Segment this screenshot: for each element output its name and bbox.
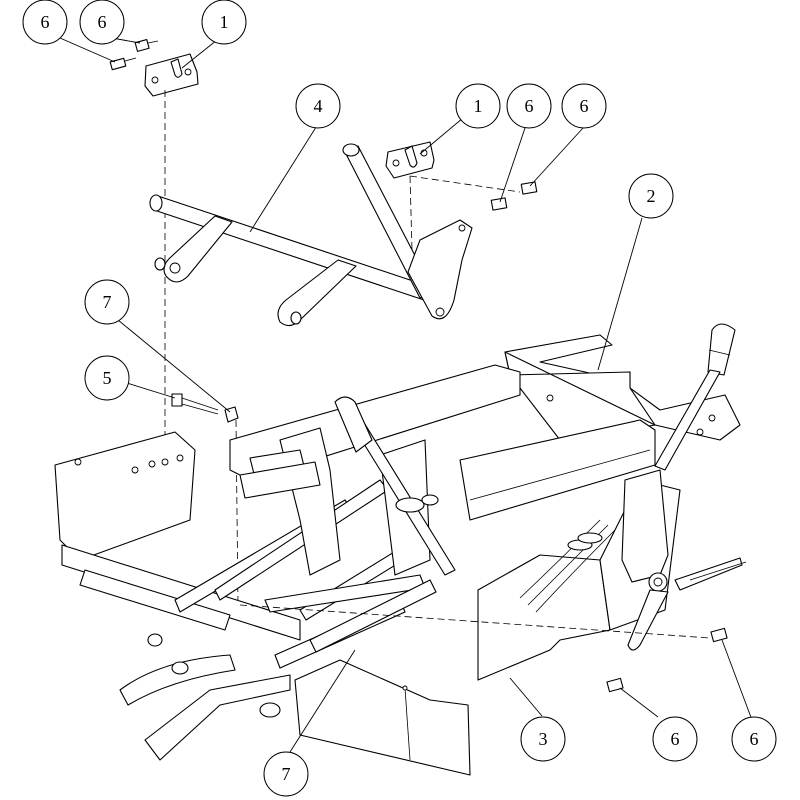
callout-label: 2: [647, 186, 656, 206]
callout-label: 6: [41, 12, 50, 32]
bolt-6-a: [109, 57, 137, 71]
callout-label: 1: [220, 12, 229, 32]
callout-label: 5: [103, 368, 112, 388]
callout-6-d: 6: [561, 83, 607, 129]
bolt-6-d: [520, 181, 538, 195]
alignment-line-bracket-2: [409, 175, 413, 251]
callout-label: 3: [539, 729, 548, 749]
callout-6-a: 6: [22, 0, 68, 45]
callout-label: 1: [474, 96, 483, 116]
bolt-6-b: [134, 39, 159, 52]
bolt-6-e: [606, 677, 624, 693]
callout-7-a: 7: [84, 279, 130, 325]
callout-label: 7: [282, 764, 291, 784]
callout-1-a: 1: [201, 0, 247, 45]
alignment-line-lower: [239, 604, 711, 639]
callout-5: 5: [84, 355, 130, 401]
alignment-line-bracket: [409, 175, 521, 193]
leader-lines: [59, 37, 753, 753]
callout-7-b: 7: [263, 751, 309, 797]
callout-6-f: 6: [731, 716, 777, 762]
callout-6-c: 6: [506, 83, 552, 129]
bolt-6-f: [710, 627, 728, 643]
callout-label: 6: [671, 729, 680, 749]
callout-6-b: 6: [79, 0, 125, 45]
callout-label: 6: [525, 96, 534, 116]
shift-lever-assembly: [519, 323, 747, 651]
cross-shaft-part-4: [149, 143, 473, 327]
bracket-part-1-top: [144, 53, 199, 97]
bolt-6-c: [490, 197, 508, 211]
callout-1-b: 1: [455, 83, 501, 129]
callout-label: 6: [98, 12, 107, 32]
top-plate-part-2: [504, 334, 741, 441]
callout-label: 6: [580, 96, 589, 116]
callout-label: 7: [103, 292, 112, 312]
callout-6-e: 6: [652, 716, 698, 762]
bolt-part-5: [171, 393, 219, 415]
chassis-frame: [54, 364, 656, 761]
callout-2: 2: [628, 173, 674, 219]
callout-4: 4: [295, 83, 341, 129]
callout-3: 3: [520, 716, 566, 762]
callout-label: 6: [750, 729, 759, 749]
bracket-part-1-right: [385, 141, 435, 179]
callout-label: 4: [314, 96, 323, 116]
